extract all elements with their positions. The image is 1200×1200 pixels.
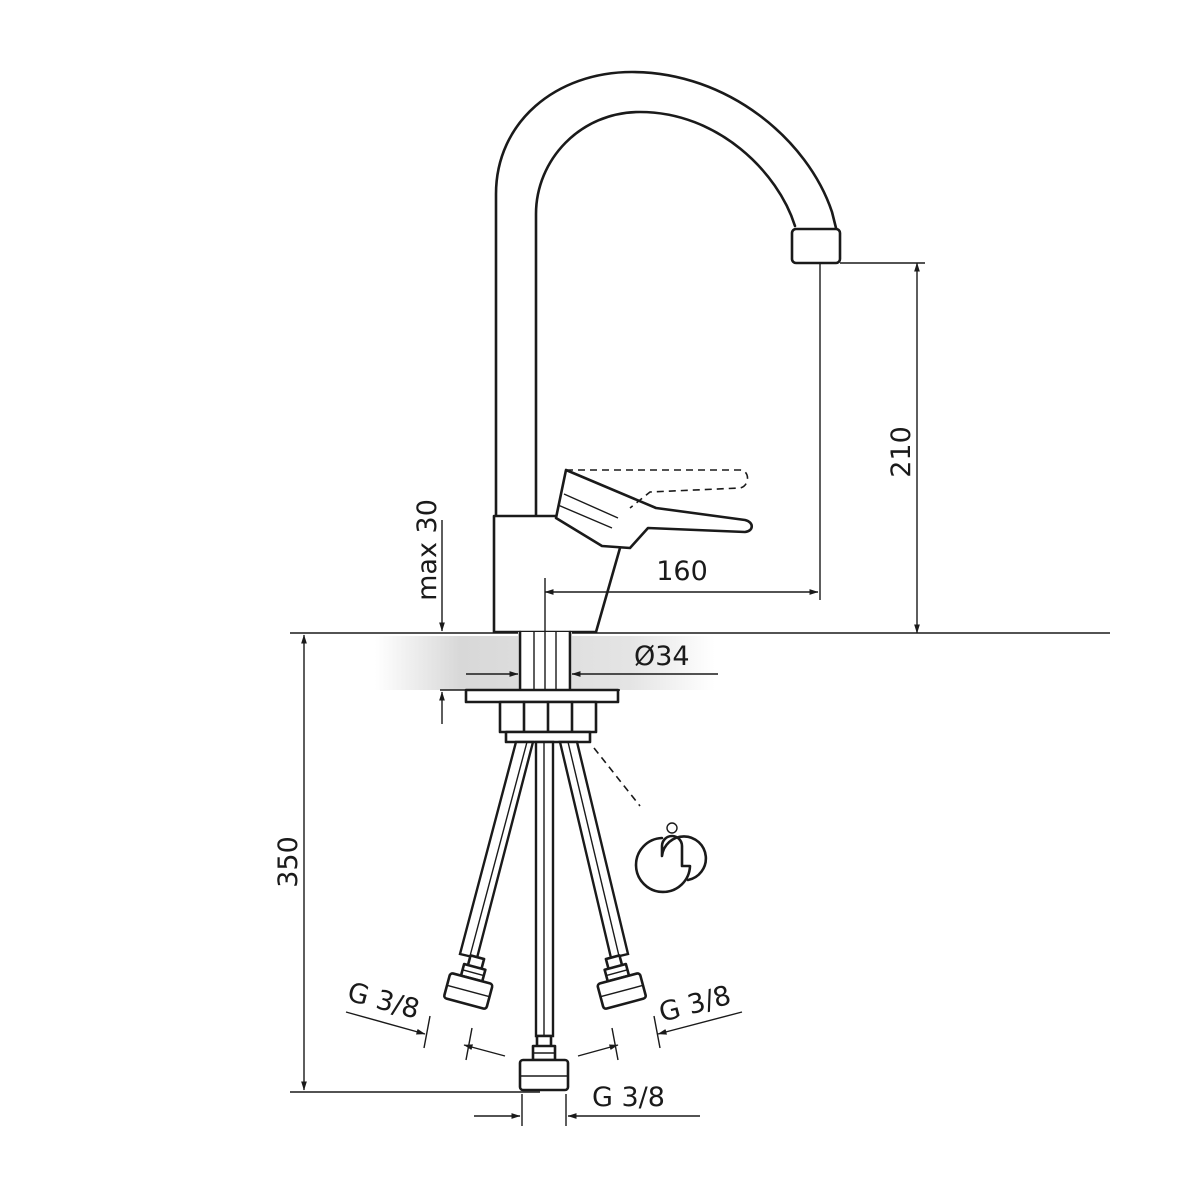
connector-center xyxy=(518,1034,570,1092)
faucet-spout xyxy=(494,70,842,518)
dim-deck-thickness-label: max 30 xyxy=(412,499,443,601)
dim-reach: 160 xyxy=(544,263,821,600)
aerator xyxy=(790,227,842,265)
dim-spout-height: 210 xyxy=(840,262,925,634)
dim-connector-left-label: G 3/8 xyxy=(344,977,423,1026)
dim-spout-height-label: 210 xyxy=(886,426,917,478)
dim-reach-label: 160 xyxy=(656,556,708,587)
dim-total-height-below-label: 350 xyxy=(273,836,304,888)
dim-connector-center: G 3/8 xyxy=(474,1082,700,1126)
dim-total-height-below: 350 xyxy=(273,634,540,1093)
connector-left xyxy=(443,954,494,1010)
hose-left xyxy=(458,740,535,960)
connector-right xyxy=(596,954,647,1010)
dim-connector-center-label: G 3/8 xyxy=(592,1082,665,1113)
dim-base-diameter: Ø34 xyxy=(466,641,718,677)
flexible-hoses xyxy=(458,740,630,1038)
fixing-nut-assembly xyxy=(464,688,620,744)
countertop-section xyxy=(290,632,1110,691)
dim-connector-right-label: G 3/8 xyxy=(656,980,735,1029)
clip-hole xyxy=(666,822,678,834)
lever-handle xyxy=(554,468,754,550)
mounting-shank xyxy=(518,578,572,736)
clip-detail-callout xyxy=(593,747,708,894)
dim-deck-thickness: max 30 xyxy=(412,499,445,724)
dim-base-diameter-label: Ø34 xyxy=(634,641,690,672)
